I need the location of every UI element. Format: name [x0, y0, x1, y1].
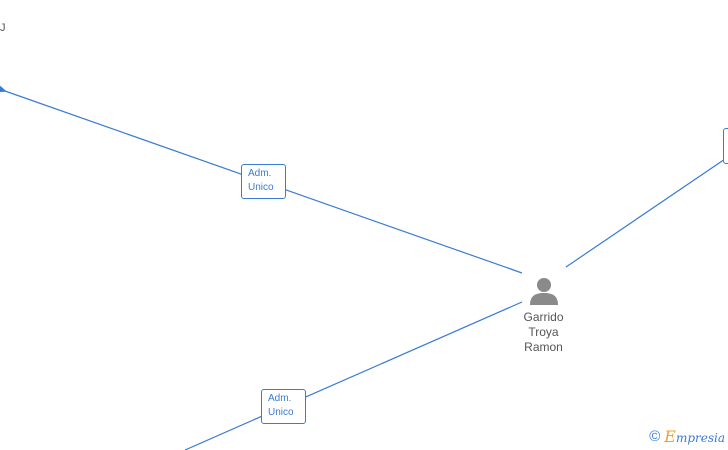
person-node[interactable]: Garrido Troya Ramon [506, 276, 581, 355]
edge-label-line: Adm. [268, 393, 292, 404]
person-name-line: Garrido [523, 310, 564, 324]
brand-logo: Empresia [664, 427, 725, 446]
offscreen-node-box[interactable] [723, 128, 728, 164]
offscreen-node-label-fragment: J [0, 22, 6, 34]
edge-label-bottom-left[interactable]: Adm. Unico [261, 389, 306, 424]
edge-line-top-right [565, 156, 728, 268]
edge-label-top-left[interactable]: Adm. Unico [241, 164, 286, 199]
brand-logo-e: E [664, 427, 676, 446]
person-name-line: Troya [528, 325, 559, 339]
edge-line-bottom-left [184, 301, 523, 450]
brand-logo-text: mpresia [675, 431, 725, 445]
edge-label-line: Unico [268, 407, 294, 418]
person-name-line: Ramon [524, 340, 563, 354]
edge-label-line: Adm. [248, 168, 272, 179]
person-icon [529, 278, 558, 305]
brand-watermark: © Empresia [649, 427, 725, 446]
copyright-icon: © [649, 428, 661, 445]
edge-label-line: Unico [248, 182, 274, 193]
